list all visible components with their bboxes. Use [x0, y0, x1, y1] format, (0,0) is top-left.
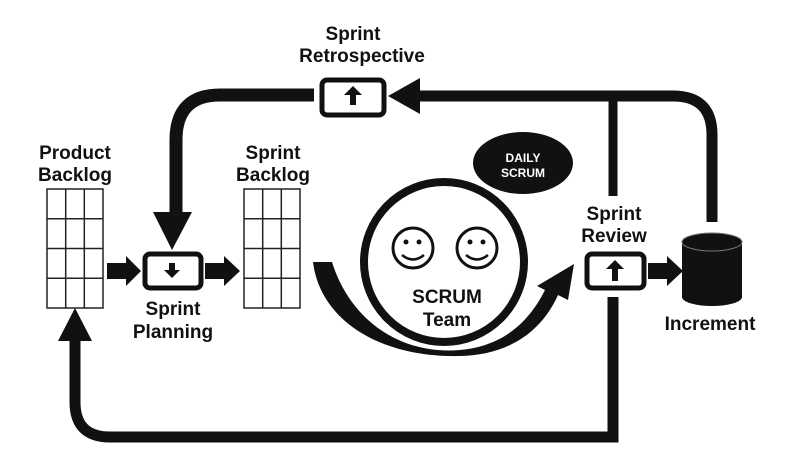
- arrow-backlog-to-planning: [107, 256, 141, 286]
- sprint-backlog-grid: [243, 188, 301, 309]
- sprint-planning-label-line1: Sprint: [146, 299, 202, 320]
- loop-review-to-product-backlog: [69, 297, 619, 443]
- scrum-team-label-line1: SCRUM: [412, 287, 482, 308]
- loop-retrospective-to-planning: [169, 88, 314, 215]
- sprint-flow-swoosh: [313, 262, 574, 357]
- sprint-backlog-label-line1: Sprint: [246, 143, 302, 164]
- up-arrow-icon: [606, 260, 624, 281]
- arrow-review-to-increment: [648, 256, 683, 286]
- product-backlog-grid: [46, 188, 104, 309]
- smiley-face-icon: [455, 226, 499, 270]
- up-arrow-icon: [344, 86, 362, 105]
- arrowhead-into-planning: [153, 212, 192, 250]
- daily-scrum-label-line2: SCRUM: [501, 166, 545, 180]
- product-backlog-label-line1: Product: [39, 143, 111, 164]
- sprint-retrospective-box: [319, 77, 387, 118]
- sprint-review-box: [584, 251, 647, 291]
- sprint-retrospective-label-line2: Retrospective: [299, 46, 425, 67]
- sprint-review-label-line1: Sprint: [587, 204, 643, 225]
- product-backlog-label-line2: Backlog: [38, 165, 112, 186]
- arrowhead-into-product-backlog: [58, 308, 92, 341]
- daily-scrum-label-line1: DAILY: [506, 151, 541, 165]
- smiley-face-icon: [391, 226, 435, 270]
- scrum-team-label-line2: Team: [423, 310, 471, 331]
- arrow-planning-to-sprint-backlog: [205, 256, 240, 286]
- increment-database-icon: [681, 232, 743, 306]
- arrowhead-into-retrospective: [388, 78, 420, 114]
- increment-label: Increment: [665, 314, 756, 335]
- loop-increment-to-retrospective: [412, 90, 718, 222]
- sprint-backlog-label-line2: Backlog: [236, 165, 310, 186]
- sprint-planning-box: [142, 251, 204, 291]
- scrum-team-circle: [360, 178, 528, 346]
- sprint-retrospective-label-line1: Sprint: [326, 24, 382, 45]
- sprint-planning-label-line2: Planning: [133, 322, 213, 343]
- daily-scrum-bubble: [473, 132, 573, 194]
- down-arrow-icon: [164, 263, 180, 278]
- sprint-review-label-line2: Review: [581, 226, 647, 247]
